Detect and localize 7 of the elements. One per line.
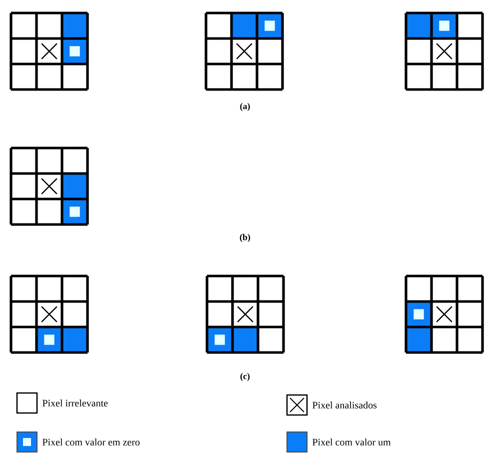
panel-label: (c) xyxy=(240,372,250,382)
panel-label: (b) xyxy=(240,234,250,242)
legend-text: Pixel analisados xyxy=(312,401,377,409)
panel-label: (a) xyxy=(240,102,250,112)
legend-text: Pixel irrelevante xyxy=(42,399,108,407)
legend-text: Pixel com valor um xyxy=(312,438,391,446)
legend-text: Pixel com valor em zero xyxy=(42,438,140,446)
